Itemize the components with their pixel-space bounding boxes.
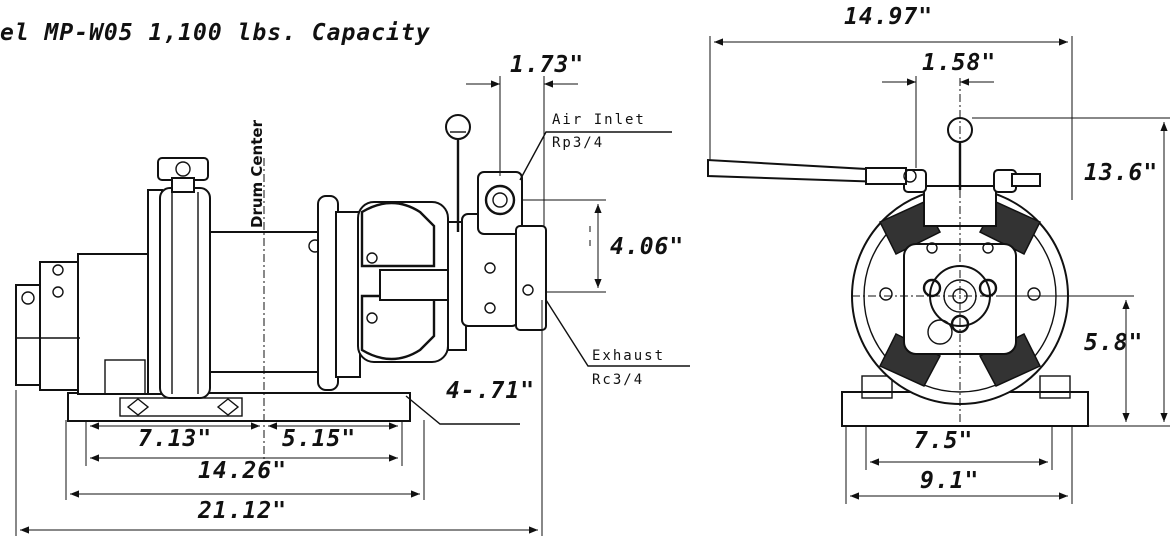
dim-overall-length: 21.12" — [197, 498, 287, 524]
end-lever-handle — [707, 158, 885, 184]
dim-drum-height: 5.8" — [1084, 330, 1143, 356]
dim-bolt-span: 14.26" — [198, 458, 287, 484]
dim-left-to-center: 7.13" — [138, 426, 212, 452]
dim-port-height: 4.06" — [610, 234, 684, 260]
dim-port-offset: 1.73" — [510, 52, 584, 78]
side-lever-knob — [445, 114, 471, 140]
air-inlet-size: Rp3/4 — [552, 135, 604, 151]
exhaust-size: Rc3/4 — [592, 372, 644, 388]
dim-base-inner: 7.5" — [914, 428, 973, 454]
side-view: Drum Center Air Inlet Rp3/4 Exhaust Rc3/… — [15, 52, 690, 536]
dim-overall-width: 14.97" — [844, 4, 933, 30]
drum-center-label: Drum Center — [248, 119, 266, 228]
dim-mount-holes: 4-.71" — [446, 378, 535, 404]
dim-lever-offset: 1.58" — [922, 50, 996, 76]
air-inlet-label: Air Inlet — [552, 112, 646, 128]
side-gear-housing — [77, 253, 159, 395]
dim-center-to-right: 5.15" — [282, 426, 356, 452]
model-title: el MP-W05 1,100 lbs. Capacity — [0, 20, 431, 46]
side-brake-drum — [159, 187, 211, 399]
side-cable-drum — [209, 231, 321, 373]
end-view: 14.97" 1.58" 13.6" 5.8" 7.5" 9.1" — [707, 4, 1170, 504]
dim-overall-height: 13.6" — [1084, 160, 1158, 186]
exhaust-label: Exhaust — [592, 348, 665, 364]
dim-base-outer: 9.1" — [920, 468, 979, 494]
